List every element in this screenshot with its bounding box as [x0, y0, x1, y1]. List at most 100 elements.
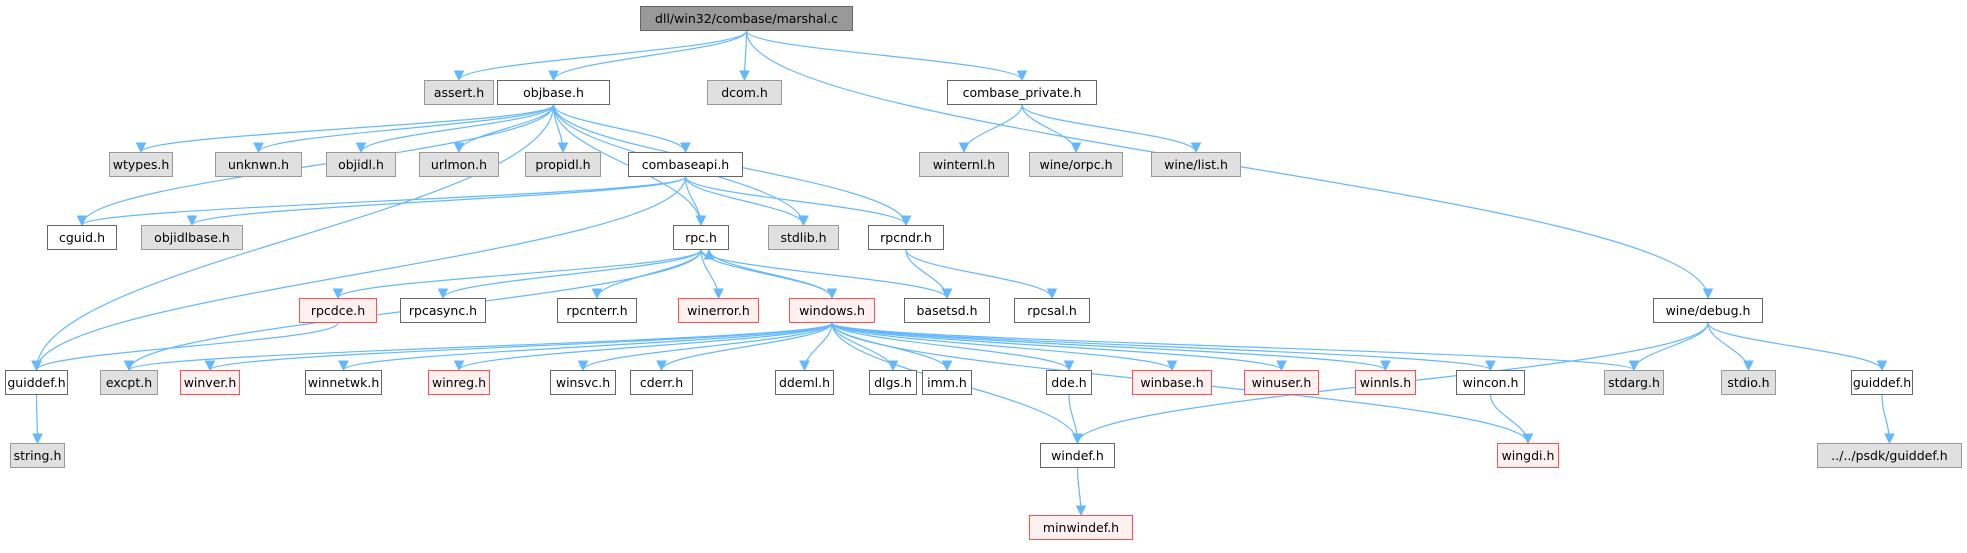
node-winuser[interactable]: winuser.h: [1244, 370, 1319, 395]
node-label: wtypes.h: [112, 157, 170, 172]
node-guiddef[interactable]: guiddef.h: [5, 370, 68, 395]
edge-windows-to-winreg: [458, 322, 833, 371]
node-unknwn[interactable]: unknwn.h: [215, 152, 302, 177]
arrowhead-icon: [204, 360, 216, 372]
node-label: dde.h: [1051, 375, 1087, 390]
node-excpt[interactable]: excpt.h: [100, 370, 158, 395]
edge-objbase-to-wtypes: [140, 104, 555, 153]
node-wine-list[interactable]: wine/list.h: [1151, 152, 1241, 177]
node-label: windows.h: [799, 303, 865, 318]
node-label: winnetwk.h: [307, 375, 380, 390]
node-wine-orpc[interactable]: wine/orpc.h: [1029, 152, 1123, 177]
edge-wine_debug-to-stdio: [1707, 322, 1750, 371]
node-label: dlgs.h: [874, 375, 912, 390]
arrowhead-icon: [1063, 360, 1075, 372]
node-label: rpcsal.h: [1027, 303, 1077, 318]
arrowhead-icon: [32, 433, 43, 445]
node-combase-private[interactable]: combase_private.h: [947, 80, 1097, 105]
arrowhead-icon: [453, 70, 465, 82]
edge-combaseapi-to-cguid: [81, 176, 687, 226]
arrowhead-icon: [548, 70, 559, 82]
node-wingdi[interactable]: wingdi.h: [1497, 443, 1559, 468]
node-assert[interactable]: assert.h: [424, 80, 494, 105]
node-label: cguid.h: [58, 230, 106, 245]
arrowhead-icon: [713, 288, 724, 300]
node-label: ddeml.h: [778, 375, 831, 390]
node-wine-debug[interactable]: wine/debug.h: [1653, 298, 1763, 323]
node-winerror[interactable]: winerror.h: [678, 298, 759, 323]
node-psdk-guiddef[interactable]: ../../psdk/guiddef.h: [1817, 443, 1962, 468]
node-cguid[interactable]: cguid.h: [47, 225, 117, 250]
node-wincon[interactable]: wincon.h: [1456, 370, 1525, 395]
node-wtypes[interactable]: wtypes.h: [109, 152, 173, 177]
node-propidl[interactable]: propidl.h: [525, 152, 601, 177]
node-stdarg[interactable]: stdarg.h: [1604, 370, 1664, 395]
node-rpcnterr[interactable]: rpcnterr.h: [557, 298, 637, 323]
node-combaseapi[interactable]: combaseapi.h: [628, 152, 743, 177]
node-dde[interactable]: dde.h: [1046, 370, 1092, 395]
node-basetsd[interactable]: basetsd.h: [904, 298, 990, 323]
node-rpcndr[interactable]: rpcndr.h: [868, 225, 944, 250]
node-guiddef2[interactable]: guiddef.h: [1851, 370, 1913, 395]
node-label: objbase.h: [523, 85, 584, 100]
node-winreg[interactable]: winreg.h: [428, 370, 490, 395]
node-imm[interactable]: imm.h: [922, 370, 972, 395]
node-label: wine/orpc.h: [1039, 157, 1113, 172]
node-stdlib[interactable]: stdlib.h: [768, 225, 839, 250]
arrowhead-icon: [332, 288, 344, 300]
node-objidl[interactable]: objidl.h: [326, 152, 396, 177]
node-minwindef[interactable]: minwindef.h: [1029, 515, 1133, 540]
arrowhead-icon: [1380, 360, 1391, 372]
node-windows[interactable]: windows.h: [789, 298, 875, 323]
node-dlgs[interactable]: dlgs.h: [869, 370, 917, 395]
node-label: winternl.h: [932, 157, 996, 172]
node-cderr[interactable]: cderr.h: [630, 370, 693, 395]
node-objbase[interactable]: objbase.h: [497, 80, 610, 105]
arrowhead-icon: [1072, 433, 1083, 445]
node-winver[interactable]: winver.h: [180, 370, 240, 395]
node-rpcdce[interactable]: rpcdce.h: [299, 298, 377, 323]
node-windef[interactable]: windef.h: [1040, 443, 1115, 468]
node-label: guiddef.h: [1852, 375, 1912, 390]
arrowhead-icon: [1743, 360, 1754, 372]
node-label: winsvc.h: [555, 375, 611, 390]
node-winsvc[interactable]: winsvc.h: [550, 370, 616, 395]
arrowhead-icon: [1485, 360, 1496, 372]
node-winnetwk[interactable]: winnetwk.h: [305, 370, 382, 395]
node-dcom[interactable]: dcom.h: [707, 80, 782, 105]
node-label: assert.h: [433, 85, 485, 100]
node-label: guiddef.h: [7, 375, 66, 390]
node-marshal[interactable]: dll/win32/combase/marshal.c: [640, 6, 853, 31]
node-winternl[interactable]: winternl.h: [919, 152, 1009, 177]
node-urlmon[interactable]: urlmon.h: [419, 152, 499, 177]
edge-windows-to-rpc: [708, 249, 833, 299]
arrowhead-icon: [1702, 288, 1714, 300]
edge-objbase-to-cguid: [81, 104, 555, 226]
node-objidlbase[interactable]: objidlbase.h: [141, 225, 243, 250]
node-label: stdio.h: [1727, 375, 1770, 390]
arrowhead-icon: [1276, 360, 1287, 372]
arrowhead-icon: [1884, 433, 1895, 445]
arrowhead-icon: [941, 288, 953, 300]
node-rpcsal[interactable]: rpcsal.h: [1014, 298, 1090, 323]
node-rpcasync[interactable]: rpcasync.h: [400, 298, 486, 323]
node-label: urlmon.h: [430, 157, 488, 172]
node-stdio[interactable]: stdio.h: [1721, 370, 1776, 395]
node-rpc[interactable]: rpc.h: [673, 225, 729, 250]
arrowhead-icon: [76, 215, 88, 227]
arrowhead-icon: [1070, 142, 1082, 154]
node-label: windef.h: [1051, 448, 1104, 463]
node-string[interactable]: string.h: [10, 443, 65, 468]
arrowhead-icon: [186, 215, 198, 227]
node-label: stdlib.h: [780, 230, 827, 245]
arrowhead-icon: [591, 288, 603, 300]
node-winbase[interactable]: winbase.h: [1132, 370, 1212, 395]
node-winnls[interactable]: winnls.h: [1355, 370, 1416, 395]
arrowhead-icon: [1876, 360, 1888, 372]
arrowhead-icon: [1190, 142, 1202, 154]
edge-combaseapi-to-guiddef: [35, 176, 687, 371]
edge-windows-to-winnls: [831, 322, 1387, 371]
arrowhead-icon: [958, 142, 970, 154]
node-ddeml[interactable]: ddeml.h: [775, 370, 834, 395]
